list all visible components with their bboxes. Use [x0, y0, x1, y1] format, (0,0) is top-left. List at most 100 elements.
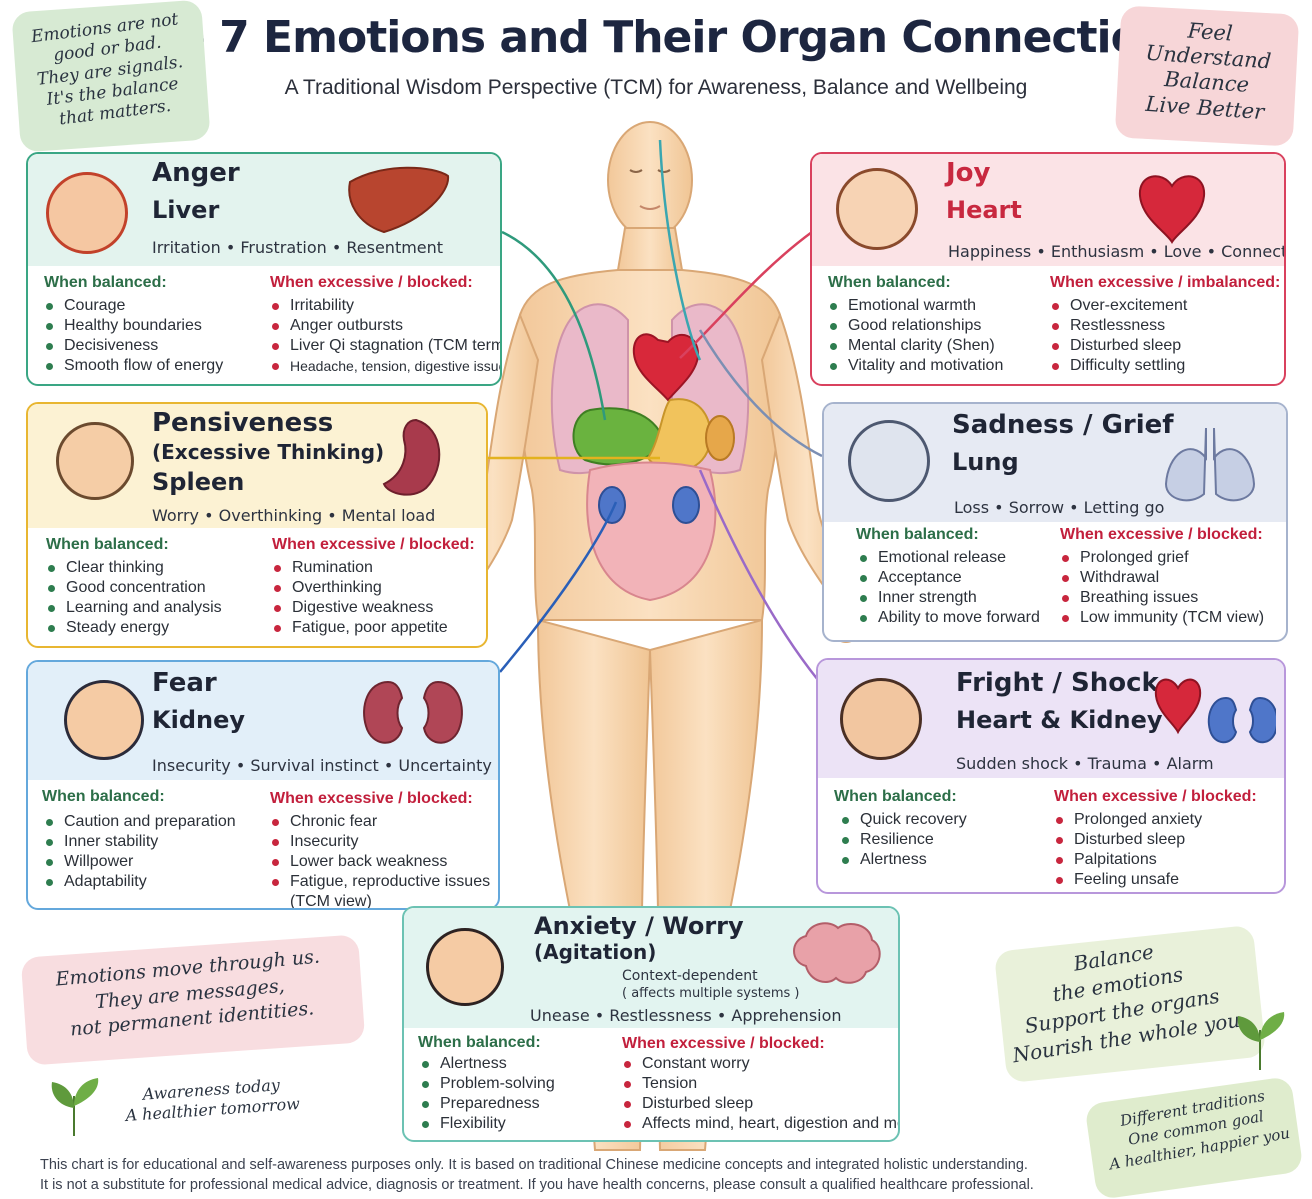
thinking-face-icon — [56, 422, 134, 500]
spleen-icon — [382, 418, 441, 496]
card-sadness-excess-list: Prolonged grief Withdrawal Breathing iss… — [1058, 548, 1264, 628]
card-fear-emotion: Fear — [152, 668, 217, 698]
card-pensiveness-balanced-heading: When balanced: — [46, 536, 169, 553]
list-item: Overthinking — [270, 578, 448, 598]
card-anger-keywords: Irritation • Frustration • Resentment — [152, 238, 444, 257]
card-sadness-keywords: Loss • Sorrow • Letting go — [954, 498, 1165, 517]
disclaimer: This chart is for educational and self-a… — [40, 1157, 1034, 1193]
list-item: Good concentration — [44, 578, 222, 598]
card-fright: Fright / Shock Heart & Kidney Sudden sho… — [816, 658, 1286, 894]
card-anxiety-keywords: Unease • Restlessness • Apprehension — [530, 1006, 842, 1025]
leaf-sprout-icon-right — [1237, 1012, 1285, 1070]
list-item: Learning and analysis — [44, 598, 222, 618]
list-item: Feeling unsafe — [1052, 870, 1202, 890]
list-item: Quick recovery — [838, 810, 967, 830]
list-item: Over-excitement — [1048, 296, 1187, 316]
heart-kidney-icon — [1154, 678, 1276, 744]
page-subtitle: A Traditional Wisdom Perspective (TCM) f… — [284, 76, 1028, 99]
list-item: Inner stability — [42, 832, 236, 852]
card-anxiety-context: Context-dependent — [622, 968, 758, 984]
card-fear-balanced-heading: When balanced: — [42, 788, 165, 805]
card-joy-keywords: Happiness • Enthusiasm • Love • Connecti… — [948, 242, 1286, 261]
card-sadness-balanced-heading: When balanced: — [856, 526, 979, 543]
card-pensiveness-emotion: Pensiveness — [152, 408, 334, 438]
list-item: Preparedness — [418, 1094, 555, 1114]
list-item: Disturbed sleep — [1048, 336, 1187, 356]
card-sadness: Sadness / Grief Lung Loss • Sorrow • Let… — [822, 402, 1288, 642]
card-anger-excess-list: Irritability Anger outbursts Liver Qi st… — [268, 296, 500, 376]
card-anxiety-balanced-heading: When balanced: — [418, 1034, 541, 1051]
lungs-icon — [1164, 427, 1256, 502]
list-item: (TCM view) — [290, 893, 372, 910]
list-item: Digestive weakness — [270, 598, 448, 618]
list-item: Flexibility — [418, 1114, 555, 1134]
list-item: Irritability — [268, 296, 500, 316]
card-anger-emotion: Anger — [152, 158, 240, 188]
list-item: Adaptability — [42, 872, 236, 892]
card-fright-keywords: Sudden shock • Trauma • Alarm — [956, 754, 1214, 773]
list-item: Ability to move forward — [856, 608, 1040, 628]
card-anxiety-excess-list: Constant worry Tension Disturbed sleep A… — [620, 1054, 898, 1134]
angry-face-icon — [46, 172, 128, 254]
card-anger-balanced-list: Courage Healthy boundaries Decisiveness … — [42, 296, 223, 376]
card-pensiveness-excess-heading: When excessive / blocked: — [272, 536, 475, 553]
kidneys-icon — [363, 680, 463, 744]
list-item: Clear thinking — [44, 558, 222, 578]
list-item: Prolonged anxiety — [1052, 810, 1202, 830]
card-pensiveness-emotion-sub: (Excessive Thinking) — [152, 440, 385, 464]
card-sadness-organ: Lung — [952, 448, 1019, 476]
human-body-illustration — [433, 121, 867, 1151]
card-fear: Fear Kidney Insecurity • Survival instin… — [26, 660, 500, 910]
list-item: Mental clarity (Shen) — [826, 336, 1003, 356]
list-item: Difficulty settling — [1048, 356, 1187, 376]
card-fright-excess-heading: When excessive / blocked: — [1054, 788, 1257, 805]
list-item: Restlessness — [1048, 316, 1187, 336]
page-title: The 7 Emotions and Their Organ Connectio… — [116, 12, 1197, 63]
list-item: Tension — [620, 1074, 898, 1094]
leaf-sprout-icon — [51, 1078, 99, 1136]
list-item: Headache, tension, digestive issues — [268, 356, 500, 376]
list-item: Healthy boundaries — [42, 316, 223, 336]
list-item: Disturbed sleep — [1052, 830, 1202, 850]
list-item: Chronic fear — [268, 812, 490, 832]
card-pensiveness: Pensiveness (Excessive Thinking) Spleen … — [26, 402, 488, 648]
card-fright-balanced-heading: When balanced: — [834, 788, 957, 805]
list-item: Courage — [42, 296, 223, 316]
card-anxiety-emotion-sub: (Agitation) — [534, 940, 657, 964]
list-item: Fatigue, reproductive issues — [268, 872, 490, 892]
list-item: Good relationships — [826, 316, 1003, 336]
list-item: Rumination — [270, 558, 448, 578]
card-pensiveness-keywords: Worry • Overthinking • Mental load — [152, 506, 436, 525]
fearful-face-icon — [64, 680, 144, 760]
happy-face-icon — [836, 168, 918, 250]
heart-icon — [1138, 175, 1206, 244]
card-fear-keywords: Insecurity • Survival instinct • Uncerta… — [152, 756, 492, 775]
card-anxiety-context-sub: ( affects multiple systems ) — [622, 986, 800, 1001]
list-item: Steady energy — [44, 618, 222, 638]
list-item: Smooth flow of energy — [42, 356, 223, 376]
card-anger-excess-heading: When excessive / blocked: — [270, 274, 473, 291]
card-joy: Joy Heart Happiness • Enthusiasm • Love … — [810, 152, 1286, 386]
card-anger-balanced-heading: When balanced: — [44, 274, 167, 291]
list-item: Willpower — [42, 852, 236, 872]
card-anxiety-excess-heading: When excessive / blocked: — [622, 1035, 825, 1052]
card-fear-balanced-list: Caution and preparation Inner stability … — [42, 812, 236, 892]
worried-face-icon — [426, 928, 504, 1006]
list-item: Emotional release — [856, 548, 1040, 568]
list-item: Breathing issues — [1058, 588, 1264, 608]
list-item: Anger outbursts — [268, 316, 500, 336]
card-anxiety: Anxiety / Worry (Agitation) Context-depe… — [402, 906, 900, 1142]
list-item: Caution and preparation — [42, 812, 236, 832]
list-item: Withdrawal — [1058, 568, 1264, 588]
list-item: Decisiveness — [42, 336, 223, 356]
card-fright-excess-list: Prolonged anxiety Disturbed sleep Palpit… — [1052, 810, 1202, 890]
card-anxiety-emotion: Anxiety / Worry — [534, 912, 744, 940]
card-fear-excess-list: Chronic fear Insecurity Lower back weakn… — [268, 812, 490, 910]
sad-face-icon — [848, 420, 930, 502]
shocked-face-icon — [840, 678, 922, 760]
card-pensiveness-balanced-list: Clear thinking Good concentration Learni… — [44, 558, 222, 638]
card-fear-organ: Kidney — [152, 706, 246, 734]
liver-icon — [348, 166, 450, 234]
card-anxiety-balanced-list: Alertness Problem-solving Preparedness F… — [418, 1054, 555, 1134]
